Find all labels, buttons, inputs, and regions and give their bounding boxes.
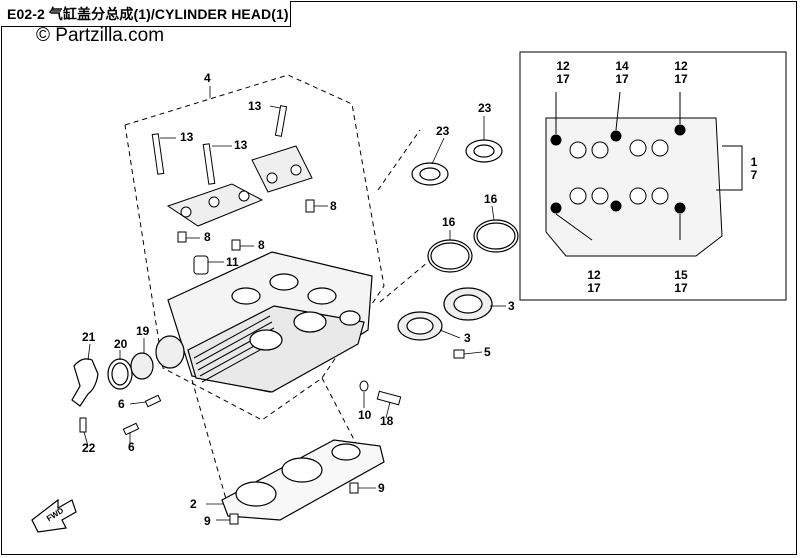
title-box: E02-2 气缸盖分总成(1)/CYLINDER HEAD(1) xyxy=(1,1,291,27)
callout-8-b: 8 xyxy=(204,230,211,244)
inset-callout-tm-top: 14 xyxy=(615,59,629,73)
inset-callout-side: 1 7 xyxy=(744,156,764,182)
callout-11: 11 xyxy=(226,255,239,269)
callout-2: 2 xyxy=(190,497,197,511)
callout-3-b: 3 xyxy=(464,331,471,345)
clamps-16 xyxy=(427,219,519,273)
inset-callout-bl-bottom: 17 xyxy=(587,281,601,295)
inset-callout-bl-top: 12 xyxy=(587,268,601,282)
camshaft-cap-upper xyxy=(251,145,313,193)
callout-6-b: 6 xyxy=(128,440,135,454)
callout-5: 5 xyxy=(484,345,491,359)
inset-callout-tl: 12 17 xyxy=(553,60,573,86)
watermark: © Partzilla.com xyxy=(36,25,165,46)
callout-6-a: 6 xyxy=(118,397,125,411)
callout-20: 20 xyxy=(114,337,128,351)
inset-callout-br-top: 15 xyxy=(674,268,688,282)
callout-18: 18 xyxy=(380,414,394,428)
thermostat-parts xyxy=(71,335,185,407)
collar-11 xyxy=(193,255,209,275)
callout-3-a: 3 xyxy=(508,299,515,313)
inset-callout-side-bottom: 7 xyxy=(750,168,758,182)
rings-23 xyxy=(411,139,503,186)
inset-callout-side-top: 1 xyxy=(750,155,758,169)
head-gasket xyxy=(221,439,385,521)
callout-23-a: 23 xyxy=(478,101,492,115)
callout-22: 22 xyxy=(82,441,96,455)
callout-16-b: 16 xyxy=(442,215,456,229)
cylinder-head xyxy=(167,251,373,393)
callout-19: 19 xyxy=(136,324,150,338)
callout-10: 10 xyxy=(358,408,372,422)
inset-callout-bl: 12 17 xyxy=(584,269,604,295)
inset-callout-br-bottom: 17 xyxy=(674,281,688,295)
inset-callout-tm-bottom: 17 xyxy=(615,72,629,86)
inset-top-view xyxy=(519,51,787,301)
callout-8-a: 8 xyxy=(330,199,337,213)
callout-9-b: 9 xyxy=(204,514,211,528)
inset-callout-tm: 14 17 xyxy=(612,60,632,86)
callout-21: 21 xyxy=(82,330,96,344)
fwd-arrow-icon xyxy=(31,498,77,533)
dowels-8 xyxy=(177,199,315,251)
inset-callout-br: 15 17 xyxy=(671,269,691,295)
callout-9-a: 9 xyxy=(378,481,385,495)
bolt-5 xyxy=(453,349,465,359)
camshaft-cap-lower xyxy=(166,183,264,227)
inset-callout-tr-bottom: 17 xyxy=(674,72,688,86)
callout-16-a: 16 xyxy=(484,192,498,206)
callout-13-c: 13 xyxy=(234,138,248,152)
inset-callout-tl-top: 12 xyxy=(556,59,570,73)
intake-joints-3 xyxy=(397,287,493,341)
sensor-18 xyxy=(359,380,402,406)
inset-callout-tr: 12 17 xyxy=(671,60,691,86)
inset-callout-tl-bottom: 17 xyxy=(556,72,570,86)
callout-13-a: 13 xyxy=(248,99,262,113)
callout-8-c: 8 xyxy=(258,238,265,252)
diagram-title: E02-2 气缸盖分总成(1)/CYLINDER HEAD(1) xyxy=(7,6,289,22)
callout-13-b: 13 xyxy=(180,130,194,144)
callout-23-b: 23 xyxy=(436,124,450,138)
callout-4: 4 xyxy=(204,71,211,85)
inset-callout-tr-top: 12 xyxy=(674,59,688,73)
bolts-13 xyxy=(151,105,288,185)
bolts-6-22 xyxy=(79,394,162,436)
